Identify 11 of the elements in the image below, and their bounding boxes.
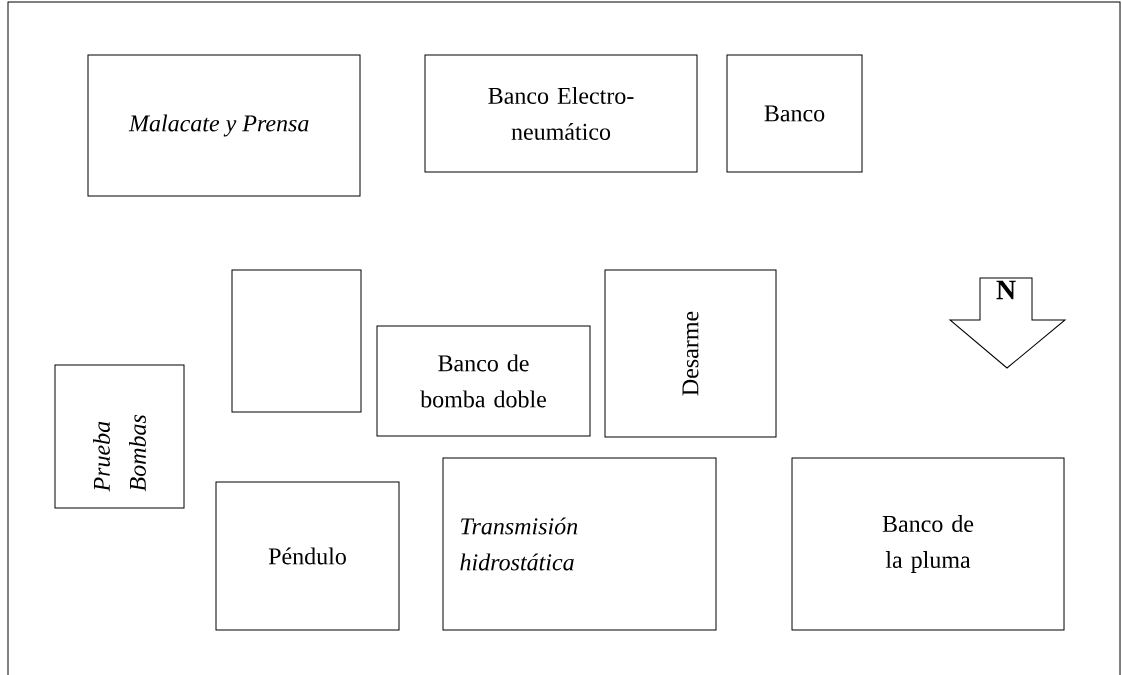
station-box: Banco bbox=[726, 54, 863, 173]
station-box: Transmisión hidrostática bbox=[442, 457, 717, 631]
station-box: Banco de la pluma bbox=[791, 457, 1065, 631]
station-box: Banco Electro-neumático bbox=[424, 54, 698, 173]
station-box: Péndulo bbox=[215, 481, 400, 631]
empty-box bbox=[231, 269, 362, 413]
north-label: N bbox=[996, 280, 1016, 300]
station-box: Malacate y Prensa bbox=[87, 54, 361, 197]
station-box: Desarme bbox=[604, 269, 777, 438]
station-box: Prueba Bombas bbox=[54, 364, 185, 509]
station-box: Banco de bomba doble bbox=[376, 325, 591, 437]
